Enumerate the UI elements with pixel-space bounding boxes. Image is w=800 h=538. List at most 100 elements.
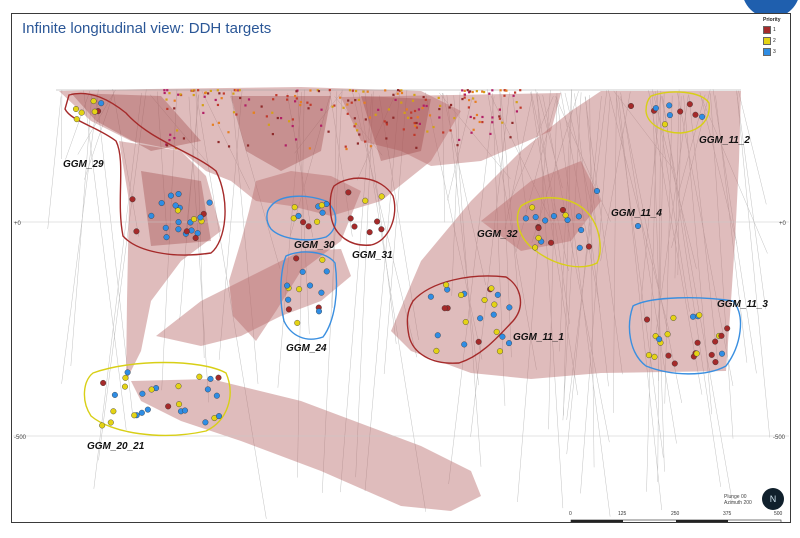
drill-trace [566,95,602,455]
intercept-marker [385,123,389,126]
drill-trace [648,90,703,395]
legend-item-1: 1 [763,24,787,35]
target-dot [158,200,165,207]
intercept-marker [204,91,207,95]
intercept-marker [368,116,372,119]
drill-trace [364,90,397,345]
intercept-marker [385,121,388,124]
target-dot [696,312,703,319]
intercept-marker [284,144,287,147]
target-dot [167,192,174,199]
intercept-marker [426,130,429,133]
intercept-marker [173,136,176,140]
intercept-marker [308,147,311,150]
target-dot [172,202,179,209]
drill-trace [96,95,133,416]
drill-trace [441,93,446,223]
intercept-marker [179,93,182,96]
drill-trace [664,95,673,404]
target-dot [635,222,642,229]
target-label-ggm-30: GGM_30 [294,240,335,251]
intercept-marker [233,89,236,92]
target-dot [305,223,312,230]
intercept-marker [222,92,225,95]
target-dot [550,213,557,220]
intercept-marker [272,98,275,101]
target-label-ggm-29: GGM_29 [63,159,104,170]
target-dot [213,392,220,399]
legend-item-2: 2 [763,35,787,46]
drill-trace [589,95,595,468]
target-dot [351,223,358,230]
intercept-marker [357,98,361,102]
target-label-ggm-32: GGM_32 [477,229,518,240]
target-dot [443,281,450,288]
intercept-marker [346,103,349,106]
intercept-marker [384,89,387,92]
drill-trace [562,92,582,421]
target-dot [133,228,140,235]
shell-east-inner [481,161,601,251]
legend-swatch-1 [763,25,771,34]
target-dot [661,121,668,128]
target-dot [215,374,222,381]
target-dot [652,105,659,112]
target-dot [576,244,583,251]
target-dot [362,197,369,204]
intercept-marker [519,106,522,109]
drill-trace [201,90,250,190]
drill-trace [161,89,178,391]
target-label-ggm-31: GGM_31 [352,250,393,261]
intercept-marker [398,89,402,92]
scale-tick-375: 375 [723,511,732,517]
drill-trace [334,96,383,156]
intercept-marker [342,106,345,109]
intercept-marker [294,138,298,141]
intercept-marker [366,90,369,93]
drill-trace [447,96,473,201]
intercept-marker [354,89,358,93]
legend-label-2: 2 [773,37,776,44]
target-dot [204,386,211,393]
target-dot [506,304,513,311]
target-dot [111,391,118,398]
target-dot [176,401,183,408]
target-dot [542,217,549,224]
intercept-marker [333,104,336,107]
target-dot [345,189,352,196]
drill-trace [188,96,210,403]
intercept-marker [449,103,453,107]
intercept-marker [182,137,186,140]
target-dot [699,113,706,120]
intercept-marker [467,98,471,102]
intercept-marker [354,99,357,102]
intercept-marker [344,145,347,148]
target-dot [532,214,539,221]
intercept-marker [345,147,348,151]
intercept-marker [166,107,169,111]
intercept-marker [173,99,176,102]
target-dot [458,292,465,299]
intercept-marker [421,106,424,110]
drill-trace [555,96,611,222]
target-dot [318,289,325,296]
target-dot [129,196,136,203]
target-dot [670,314,677,321]
intercept-marker [168,138,171,142]
intercept-marker [348,89,352,92]
target-dot [724,325,731,332]
target-dot [719,350,726,357]
intercept-marker [392,116,395,119]
intercept-marker [491,89,494,92]
drill-trace [322,89,343,493]
intercept-marker [346,112,349,115]
target-dot [664,331,671,338]
target-dot [506,340,513,347]
intercept-marker [353,117,356,120]
target-dot [427,293,434,300]
target-dot [490,311,497,318]
intercept-marker [320,108,323,111]
drill-trace [715,95,748,363]
target-dot [548,239,555,246]
